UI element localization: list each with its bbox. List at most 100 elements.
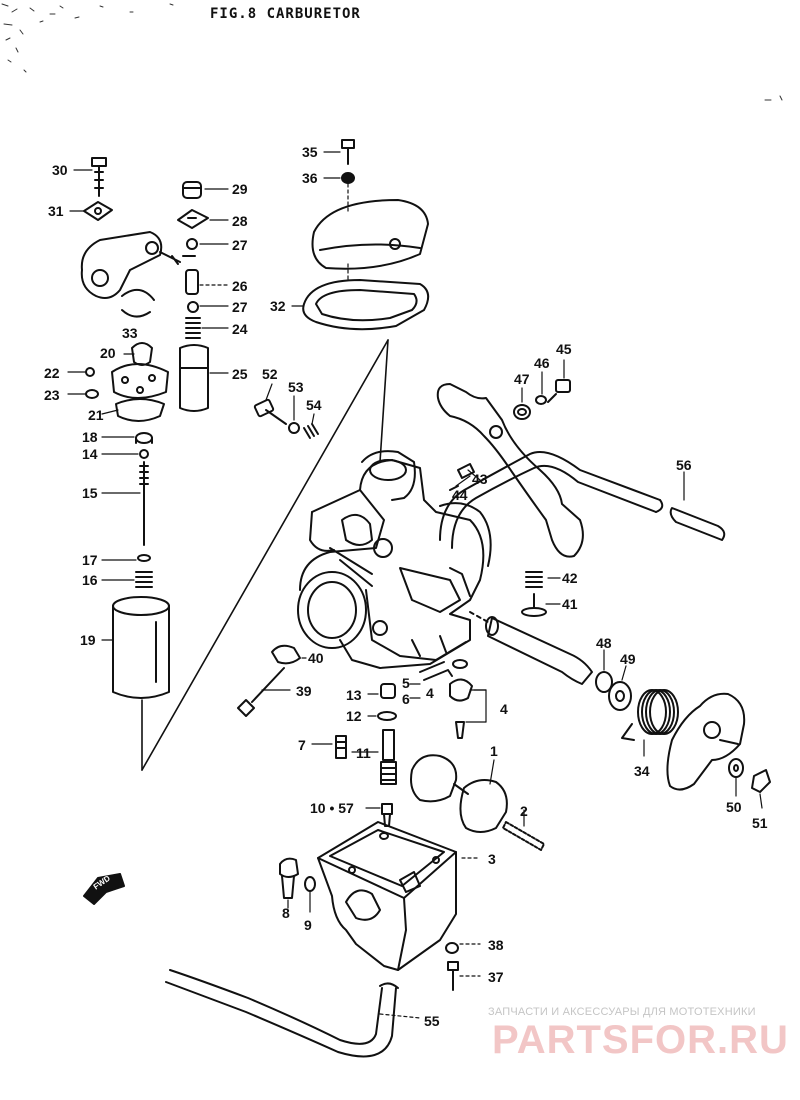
callout-48: 48 — [596, 635, 612, 651]
watermark-tagline: ЗАПЧАСТИ И АКСЕССУАРЫ ДЛЯ МОТОТЕХНИКИ — [488, 1006, 756, 1018]
callout-33: 33 — [122, 325, 138, 341]
callout-2: 2 — [520, 803, 528, 819]
callout-41: 41 — [562, 596, 578, 612]
callout-37: 37 — [488, 969, 504, 985]
callout-46: 46 — [534, 355, 550, 371]
callout-21: 21 — [88, 407, 104, 423]
callout-26: 26 — [232, 278, 248, 294]
part-29-cap — [182, 181, 202, 199]
throttle-cam-lever — [436, 383, 584, 558]
callout-18: 18 — [82, 429, 98, 445]
callout-32: 32 — [270, 298, 286, 314]
part-24-spring — [185, 317, 201, 339]
callout-44: 44 — [452, 487, 468, 503]
part-1-float — [410, 754, 508, 833]
callout-56: 56 — [676, 457, 692, 473]
callout-54: 54 — [306, 397, 322, 413]
part-15-needle — [139, 461, 149, 546]
part-26-rod — [185, 269, 199, 295]
part-23-washer — [85, 389, 99, 399]
part-53-ring — [288, 422, 300, 434]
part-19-slide — [112, 596, 170, 699]
callout-13: 13 — [346, 687, 362, 703]
throttle-shaft — [469, 611, 593, 685]
part-31-plate — [83, 201, 113, 221]
callout-22: 22 — [44, 365, 60, 381]
part-17-washer — [137, 554, 151, 562]
part-4-needle-valve — [449, 678, 473, 739]
part-45-screw — [547, 379, 571, 403]
callout-12: 12 — [346, 708, 362, 724]
callout-50: 50 — [726, 799, 742, 815]
part-38-ring — [445, 942, 459, 954]
callout-27: 27 — [232, 299, 248, 315]
part-25-sleeve — [179, 344, 209, 412]
part-42-spring — [525, 571, 543, 588]
part-32-gasket — [302, 279, 430, 331]
cable-56 — [439, 451, 726, 549]
callout-10-57: 10 • 57 — [310, 800, 354, 816]
callout-43: 43 — [472, 471, 488, 487]
forward-arrow-icon — [83, 873, 125, 905]
callout-35: 35 — [302, 144, 318, 160]
part-39-bolt — [237, 667, 285, 717]
part-14-clip — [139, 449, 149, 459]
scan-noise — [1, 3, 783, 101]
part-33-ring — [121, 289, 155, 318]
part-43-plunger — [457, 463, 475, 479]
part-16-spring — [135, 571, 153, 588]
part-27-clip-lower — [187, 301, 199, 313]
part-13-jet — [380, 683, 396, 699]
part-41-valve — [521, 593, 547, 617]
callout-25: 25 — [232, 366, 248, 382]
part-48-ring — [595, 671, 613, 693]
part-27-clip-upper — [186, 238, 198, 250]
leader-lines — [67, 151, 763, 1019]
part-22-screw — [85, 367, 95, 377]
part-12-ring — [377, 711, 397, 721]
part-20-cap — [131, 342, 153, 366]
part-46-washer — [535, 395, 547, 405]
part-52-screw — [253, 398, 287, 425]
part-2-pin — [502, 821, 545, 851]
callout-20: 20 — [100, 345, 116, 361]
callout-38: 38 — [488, 937, 504, 953]
callout-9: 9 — [304, 917, 312, 933]
part-8-plug — [279, 857, 299, 899]
part-40-screw — [271, 644, 301, 665]
part-10-57-jet — [381, 803, 393, 827]
callout-5: 5 — [402, 675, 410, 691]
callout-30: 30 — [52, 162, 68, 178]
callout-53: 53 — [288, 379, 304, 395]
callout-8: 8 — [282, 905, 290, 921]
callout-4: 4 — [500, 701, 508, 717]
part-37-screw — [447, 961, 459, 991]
throttle-pulley — [666, 692, 746, 791]
callout-34: 34 — [634, 763, 650, 779]
watermark-logo: PARTSFOR.RU — [492, 1018, 789, 1062]
callout-1: 1 — [490, 743, 498, 759]
part-54-spring — [303, 423, 319, 439]
figure-title: FIG.8 CARBURETOR — [210, 6, 361, 22]
callout-7: 7 — [298, 737, 306, 753]
callout-15: 15 — [82, 485, 98, 501]
part-3-float-bowl — [317, 821, 457, 971]
part-18-ring — [135, 432, 153, 444]
part-35-screw — [341, 139, 355, 165]
carburetor-body — [297, 450, 492, 669]
throttle-lever — [80, 231, 181, 299]
callout-19: 19 — [80, 632, 96, 648]
part-9-ring — [304, 876, 316, 892]
part-47-washer — [513, 404, 531, 420]
top-cover — [311, 199, 429, 270]
callout-40: 40 — [308, 650, 324, 666]
callout-49: 49 — [620, 651, 636, 667]
callout-55: 55 — [424, 1013, 440, 1029]
callout-16: 16 — [82, 572, 98, 588]
callout-39: 39 — [296, 683, 312, 699]
callout-3: 3 — [488, 851, 496, 867]
callout-31: 31 — [48, 203, 64, 219]
callout-28: 28 — [232, 213, 248, 229]
